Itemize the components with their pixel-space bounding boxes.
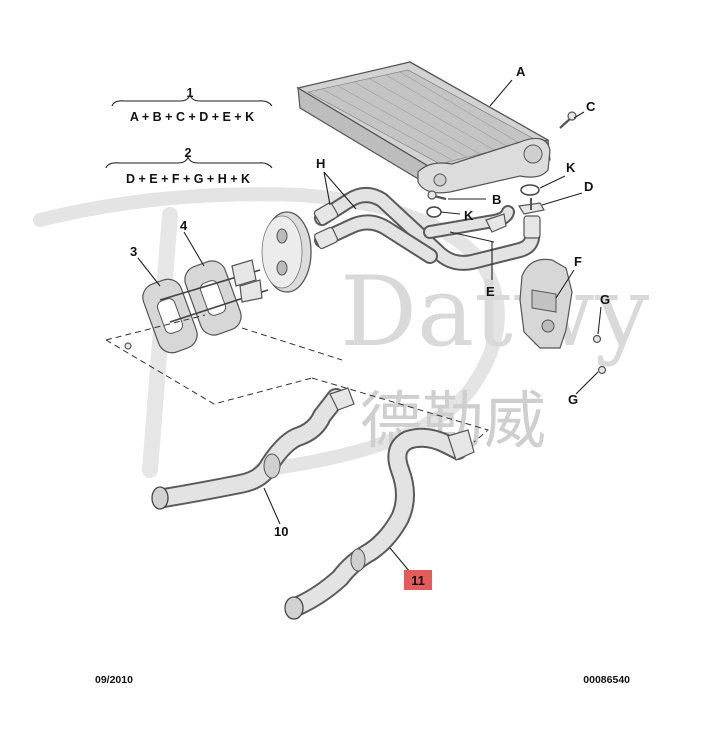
footer-reference: 00086540 [583, 674, 630, 686]
label-10: 10 [274, 524, 288, 539]
screw-c [559, 111, 577, 129]
heater-core [296, 61, 551, 194]
label-11: 11 [411, 573, 425, 588]
label-b: B [492, 192, 501, 207]
clip-d [518, 198, 545, 215]
label-c: C [586, 99, 596, 114]
mounting-plate [261, 211, 312, 293]
label-g-upper: G [600, 292, 610, 307]
leader-lines [137, 79, 602, 573]
label-11-highlight [404, 570, 432, 590]
pipes-h-e [313, 187, 541, 271]
watermark-latin: Datwy [340, 256, 649, 368]
screw-g-upper [592, 334, 602, 344]
label-k-left: K [464, 208, 474, 223]
screw-g-lower [597, 365, 607, 375]
fasteners [124, 259, 269, 350]
label-k-right: K [566, 160, 576, 175]
group-1-members: A + B + C + D + E + K [130, 110, 254, 124]
group-2-members: D + E + F + G + H + K [126, 172, 250, 186]
label-d: D [584, 179, 593, 194]
group-2: 2 D + E + F + G + H + K [105, 146, 273, 186]
label-g-lower: G [568, 392, 578, 407]
bracket-f [519, 258, 573, 349]
assembly-outline [105, 314, 490, 443]
hose-10 [151, 387, 355, 510]
group-1: 1 A + B + C + D + E + K [111, 86, 273, 124]
gasket-3 [142, 278, 198, 354]
group-1-number: 1 [187, 86, 194, 100]
label-h: H [316, 156, 325, 171]
o-ring-k-right [520, 184, 540, 196]
screw-b [427, 190, 447, 201]
label-a: A [516, 64, 526, 79]
label-3: 3 [130, 244, 137, 259]
hose-11 [284, 427, 475, 620]
label-4: 4 [180, 218, 188, 233]
watermark: Datwy 德勒威 [33, 187, 649, 478]
label-f: F [574, 254, 582, 269]
label-e: E [486, 284, 495, 299]
o-ring-k-left [426, 206, 442, 218]
group-2-number: 2 [185, 146, 192, 160]
footer-date: 09/2010 [95, 674, 133, 686]
